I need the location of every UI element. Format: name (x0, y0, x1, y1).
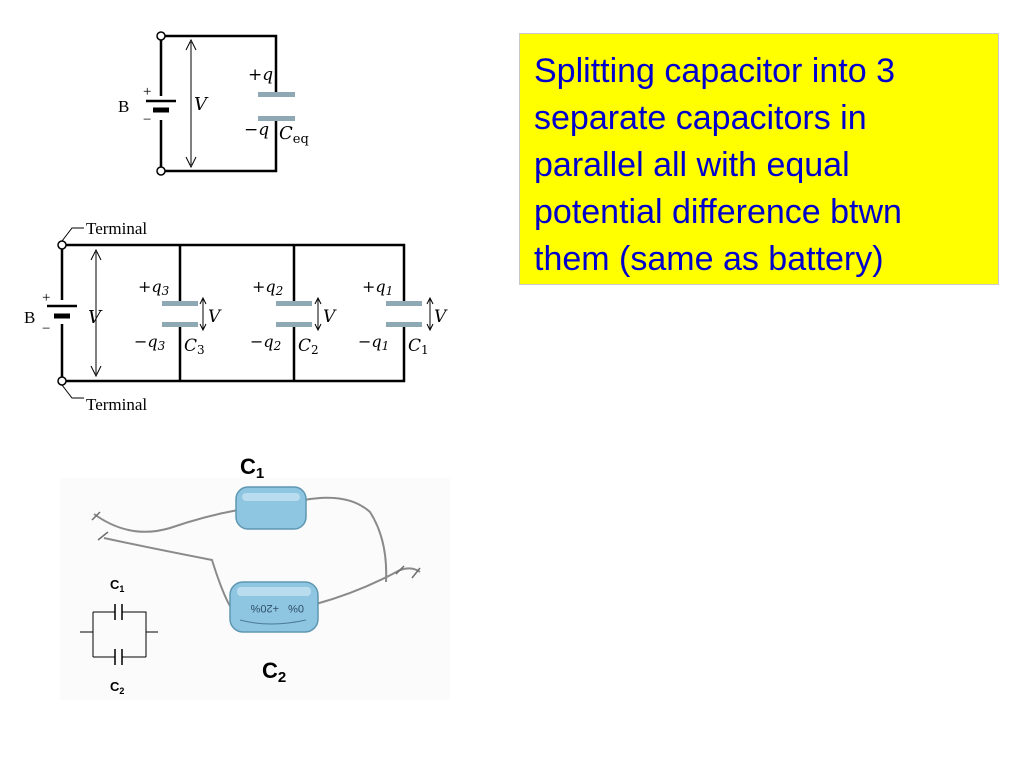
terminal-top-label: Terminal (86, 219, 147, 238)
parallel-voltage-arrow-heads (90, 248, 102, 378)
c1-minus-charge: −q1 (358, 332, 389, 353)
c2-voltage-arrow (314, 296, 322, 332)
battery-label: B (118, 97, 129, 116)
ceq-label: Ceq (279, 123, 309, 147)
mini-schematic-plates (114, 604, 123, 665)
left-joining-wire (103, 537, 231, 607)
c1-top-plate (386, 301, 422, 306)
top-circuit: B + − V +q −q Ceq (118, 31, 309, 176)
c2-plus-charge: +q2 (252, 277, 283, 298)
capacitor-c1: +q1 −q1 C1 V (358, 277, 448, 357)
parallel-battery-plus: + (42, 290, 50, 306)
mini-schematic-wire (80, 611, 158, 658)
ceq-top-plate (258, 92, 295, 97)
bottom-terminal-node (156, 166, 166, 176)
c1-left-lead (93, 509, 239, 533)
c2-print-1: +20% (250, 602, 279, 614)
c3-bottom-plate (162, 322, 198, 327)
c2-highlight (237, 587, 311, 596)
parallel-circuit: Terminal Terminal B + − V +q3 −q3 C3 V (24, 219, 448, 414)
capacitor-photo: +20% 0% C1 C2 (60, 454, 450, 700)
battery-plus: + (143, 84, 151, 100)
c1-plus-charge: +q1 (362, 277, 393, 298)
c2-bottom-plate (276, 322, 312, 327)
c2-voltage-label: V (323, 307, 337, 327)
c2-label: C2 (298, 336, 319, 357)
c1-bottom-plate (386, 322, 422, 327)
battery-minus: − (143, 112, 151, 128)
capacitor-c2: +q2 −q2 C2 V (250, 277, 337, 357)
parallel-voltage-label: V (88, 307, 103, 328)
parallel-circuit-outer-wire (60, 243, 406, 383)
ceq-bottom-plate (258, 116, 295, 121)
terminal-bottom-label: Terminal (86, 395, 147, 414)
c2-top-plate (276, 301, 312, 306)
c3-plus-charge: +q3 (138, 277, 170, 298)
c2-minus-charge: −q2 (250, 332, 281, 353)
c3-voltage-label: V (208, 307, 222, 327)
c1-highlight (242, 493, 300, 501)
c1-right-lead (303, 496, 388, 583)
photo-c2-label: C2 (262, 658, 286, 686)
explanation-callout: Splitting capacitor into 3 separate capa… (519, 33, 999, 285)
parallel-battery-label: B (24, 308, 35, 327)
terminal-node-top (57, 240, 67, 250)
photo-c1-label: C1 (240, 454, 264, 482)
mini-c2-label: C2 (110, 679, 124, 696)
mini-schematic: C1 C2 (80, 577, 158, 696)
c1-label: C1 (408, 336, 429, 357)
c2-print-2: 0% (288, 602, 304, 614)
c3-minus-charge: −q3 (134, 332, 166, 353)
terminal-top-leader (61, 227, 84, 242)
wire-ends (91, 511, 421, 579)
parallel-battery-minus: − (42, 321, 50, 337)
top-terminal-node (156, 31, 166, 41)
mini-c1-label: C1 (110, 577, 124, 594)
top-circuit-wire (159, 34, 278, 173)
callout-text: Splitting capacitor into 3 separate capa… (534, 52, 902, 278)
ceq-minus-charge: −q (244, 120, 269, 140)
voltage-label: V (194, 94, 209, 115)
terminal-node-bottom (57, 376, 67, 386)
c2-print-stripe (239, 619, 307, 625)
c3-top-plate (162, 301, 198, 306)
terminal-bottom-leader (61, 384, 84, 399)
ceq-plus-charge: +q (248, 65, 273, 85)
c3-label: C3 (184, 336, 205, 357)
c3-voltage-arrow (199, 296, 207, 332)
c1-voltage-arrow (426, 296, 434, 332)
c1-voltage-label: V (434, 307, 448, 327)
voltage-arrow-heads (185, 38, 197, 169)
capacitor-c3: +q3 −q3 C3 V (134, 277, 222, 357)
